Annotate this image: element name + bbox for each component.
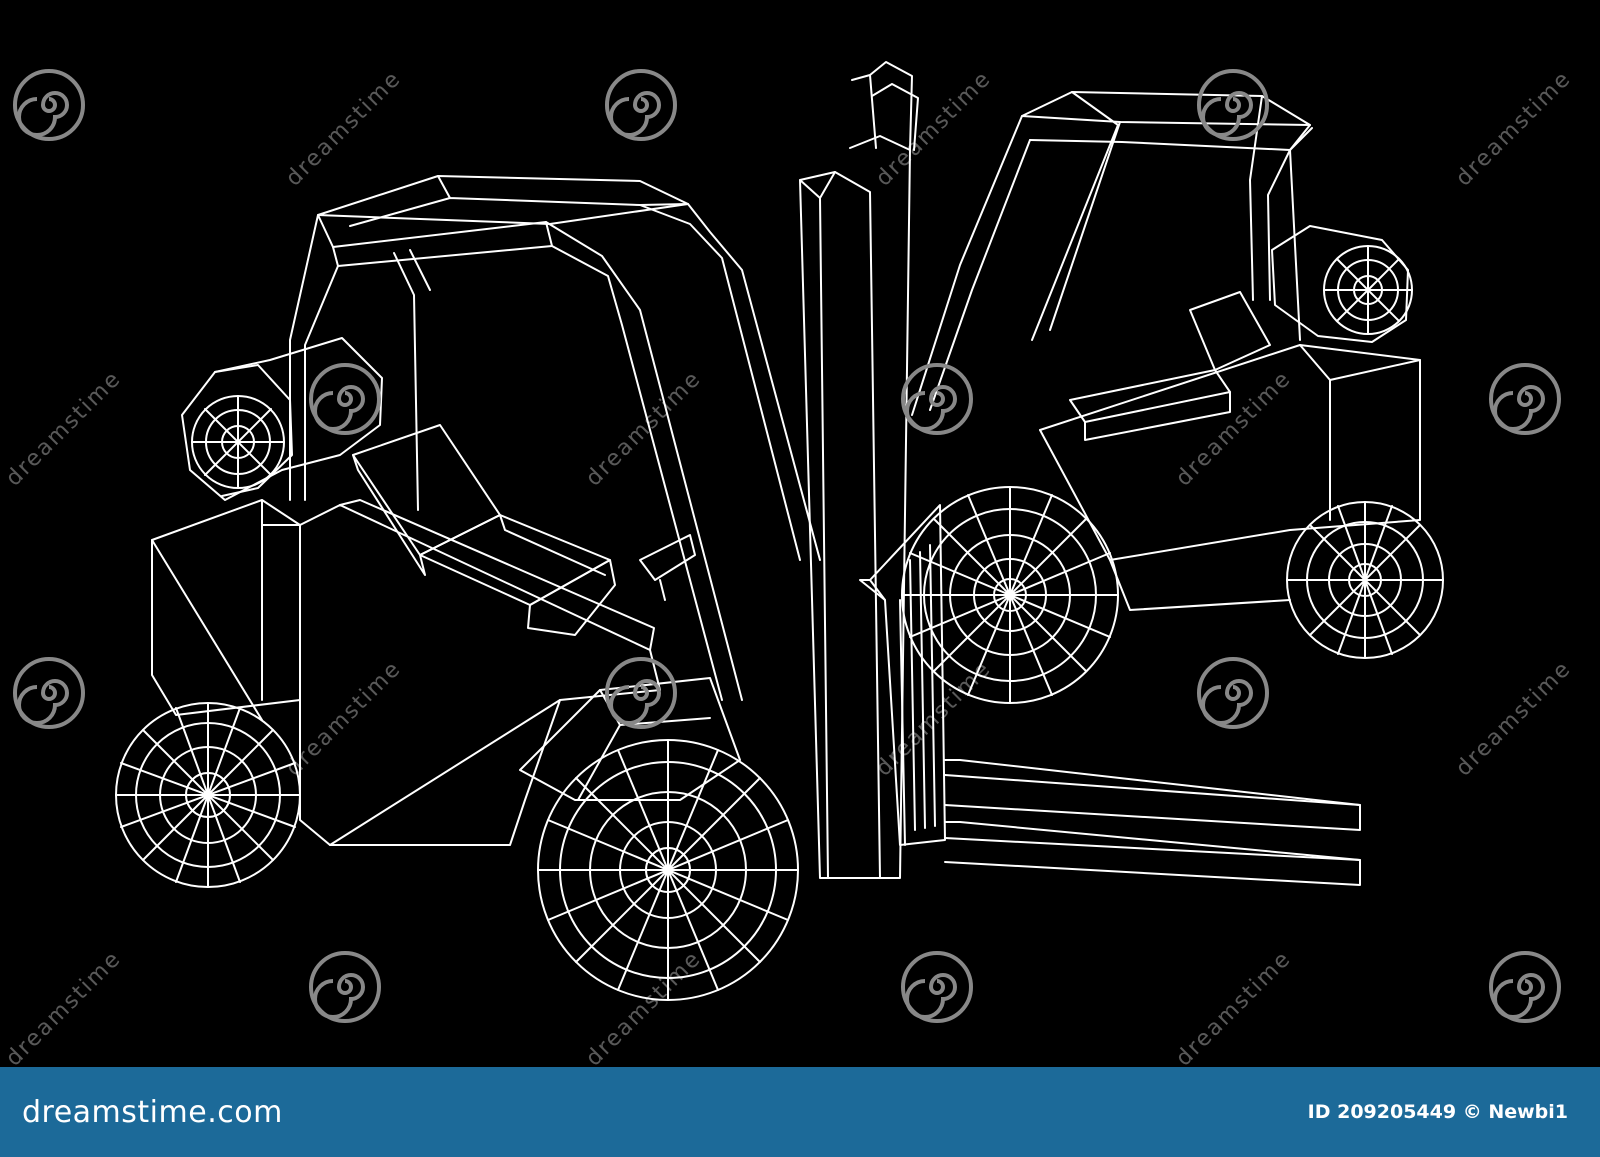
wheel-right-front — [901, 486, 1119, 704]
seat-right — [1069, 291, 1271, 441]
footer-bar: dreamstime.com ID 209205449 © Newbi1 — [0, 1067, 1600, 1157]
gas-tank-left — [181, 337, 383, 501]
image-credit: ID 209205449 © Newbi1 — [1307, 1101, 1568, 1123]
wheel-left-front — [537, 739, 799, 1001]
seat-left — [352, 424, 616, 636]
wheel-right-rear — [1286, 501, 1444, 659]
gas-tank-right — [1271, 225, 1413, 343]
forklift-right — [859, 91, 1444, 886]
wireframe-forklifts-illustration — [115, 61, 1444, 1001]
brand-name[interactable]: dreamstime.com — [22, 1094, 283, 1130]
forklift-left — [115, 61, 919, 1001]
forks — [944, 759, 1361, 886]
wheel-left-rear — [115, 702, 301, 888]
mast — [799, 61, 919, 879]
